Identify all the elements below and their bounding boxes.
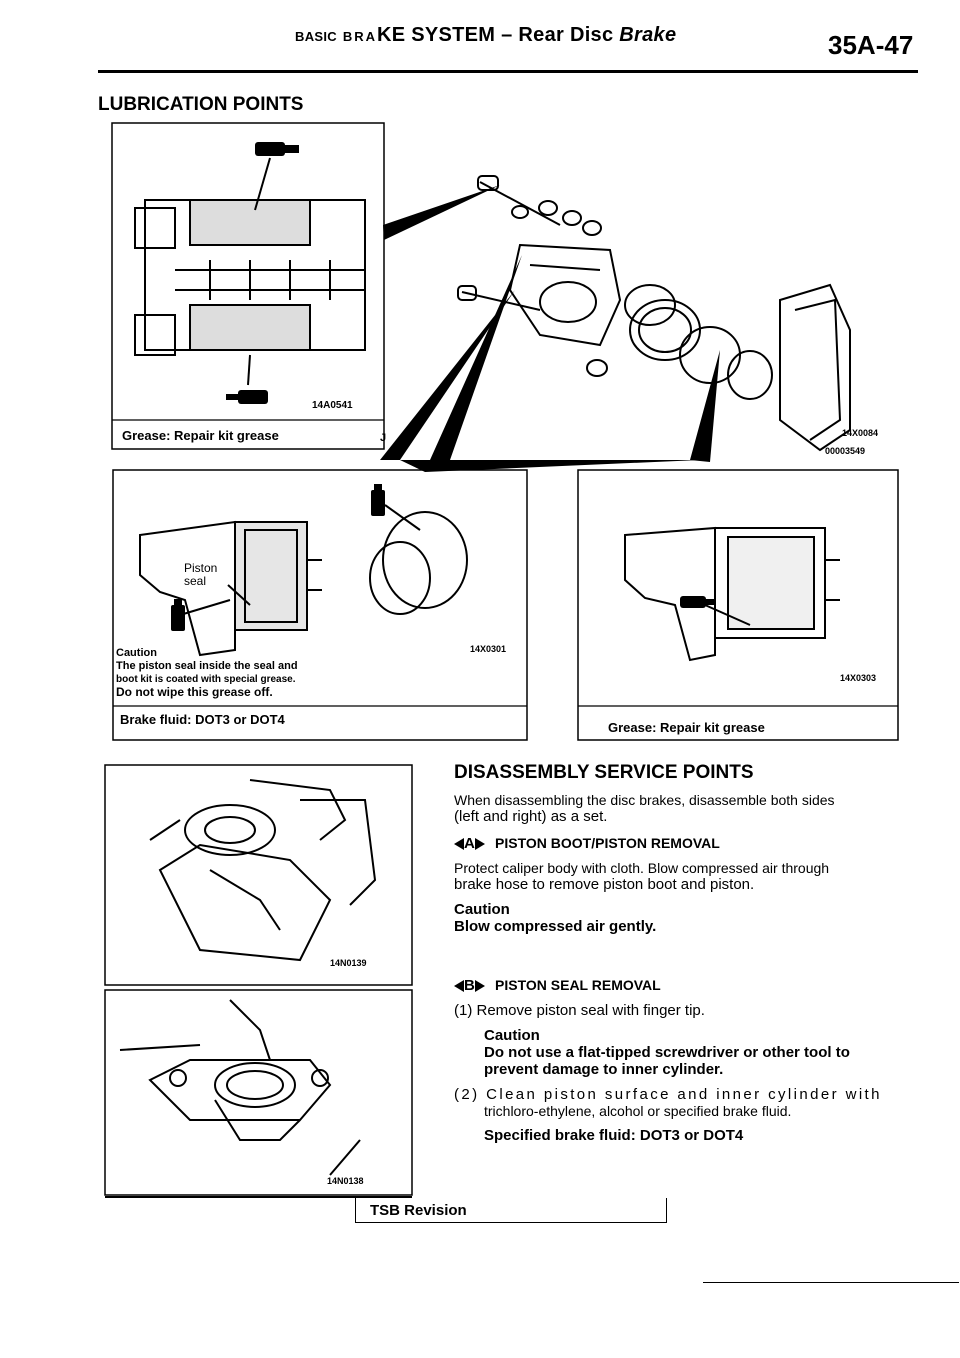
fig2-fluid-b: DOT4 xyxy=(250,712,285,727)
right-arrow-icon xyxy=(474,838,485,851)
point-a-line2: brake hose to remove piston boot and pis… xyxy=(454,876,755,893)
point-b-letter: B xyxy=(464,977,475,994)
piston-seal-label-line1: Piston xyxy=(184,561,218,575)
step-1-caution: Caution xyxy=(484,1027,540,1044)
fig2-caution-line1: The piston seal inside the seal and xyxy=(116,660,298,672)
step-1-caution-block: Caution Do not use a flat-tipped screwdr… xyxy=(484,1027,920,1078)
page-header-title: BASIC BRAKE SYSTEM – Rear Disc Brake xyxy=(295,24,676,47)
fig2-caution-line2: boot kit is coated with special grease. xyxy=(116,674,296,685)
page-number: 35A-47 xyxy=(828,30,914,60)
left-arrow-icon xyxy=(454,980,464,993)
fig2-fluid-a: DOT3 xyxy=(195,712,230,727)
point-a-header: A PISTON BOOT/PISTON REMOVAL xyxy=(454,835,920,852)
header-dash: – xyxy=(501,24,513,46)
fig1-code: 14A0541 xyxy=(312,400,353,411)
header-section: Rear Disc xyxy=(518,24,614,46)
step-1: (1) Remove piston seal with finger tip. xyxy=(454,1002,705,1019)
fig2-fluid-or: or xyxy=(233,712,247,727)
disassembly-section: DISASSEMBLY SERVICE POINTS When disassem… xyxy=(454,762,920,1144)
point-b-title: PISTON SEAL REMOVAL xyxy=(495,977,661,993)
step-2-spec-b: DOT4 xyxy=(703,1127,744,1144)
point-b-header: B PISTON SEAL REMOVAL xyxy=(454,977,920,994)
fig2-caution-line3: Do not wipe this grease off. xyxy=(116,685,273,699)
disassembly-intro-line2: (left and right) as a set. xyxy=(454,808,608,825)
point-a-title: PISTON BOOT/PISTON REMOVAL xyxy=(495,835,720,851)
header-bra: BRA xyxy=(342,29,377,44)
fig2-code: 14X0301 xyxy=(470,644,507,654)
explode-code-2: 00003549 xyxy=(825,446,866,456)
explode-code-1: 14X0084 xyxy=(842,428,879,438)
piston-seal-label-line2: seal xyxy=(184,574,207,588)
lubrication-heading: LUBRICATION POINTS xyxy=(98,94,304,115)
step-2-line2: trichloro-ethylene, alcohol or specified… xyxy=(484,1103,792,1119)
fig2-caution-title: Caution xyxy=(116,647,157,659)
header-basic: BASIC xyxy=(295,29,337,44)
point-a-line1: Protect caliper body with cloth. Blow co… xyxy=(454,860,830,876)
fig2-fluid-label: Brake fluid: xyxy=(120,712,192,727)
footer-rule xyxy=(703,1282,959,1283)
tsb-revision-box: TSB Revision xyxy=(355,1198,667,1223)
header-rule xyxy=(98,70,918,73)
point-a-letter: A xyxy=(464,835,475,852)
fig3-caption: Grease: Repair kit grease xyxy=(608,720,765,735)
step-1-caution-line2: prevent damage to inner cylinder. xyxy=(484,1061,724,1078)
point-a-caution: Caution xyxy=(454,901,510,918)
step-2-spec-label: Specified brake fluid: xyxy=(484,1127,636,1144)
disassembly-heading: DISASSEMBLY SERVICE POINTS xyxy=(454,762,754,783)
header-system: KE SYSTEM xyxy=(376,24,496,46)
fig2-fluid: Brake fluid: DOT3 or DOT4 xyxy=(120,712,285,727)
point-a-caution-text: Blow compressed air gently. xyxy=(454,918,657,935)
left-arrow-icon xyxy=(454,838,464,851)
step-1-caution-line1: Do not use a flat-tipped screwdriver or … xyxy=(484,1044,850,1061)
step-2-line1: (2) Clean piston surface and inner cylin… xyxy=(454,1086,882,1103)
fig5-code: 14N0138 xyxy=(327,1176,364,1186)
tsb-revision-label: TSB Revision xyxy=(370,1202,467,1219)
fig1-mark: J xyxy=(380,432,387,444)
step-2-spec-or: or xyxy=(684,1127,700,1144)
piston-seal-label: Piston seal xyxy=(184,562,217,588)
header-brake: Brake xyxy=(619,24,677,46)
fig3-code: 14X0303 xyxy=(840,673,877,683)
lubrication-illustration xyxy=(111,122,899,741)
disassembly-intro-line1: When disassembling the disc brakes, disa… xyxy=(454,792,835,808)
fig1-caption: Grease: Repair kit grease xyxy=(122,428,279,443)
step-2-spec: Specified brake fluid: DOT3 or DOT4 xyxy=(484,1127,920,1144)
step-2-spec-a: DOT3 xyxy=(639,1127,680,1144)
fig2-caution-block: Caution The piston seal inside the seal … xyxy=(116,647,298,699)
fig4-code: 14N0139 xyxy=(330,958,367,968)
right-arrow-icon xyxy=(474,980,485,993)
